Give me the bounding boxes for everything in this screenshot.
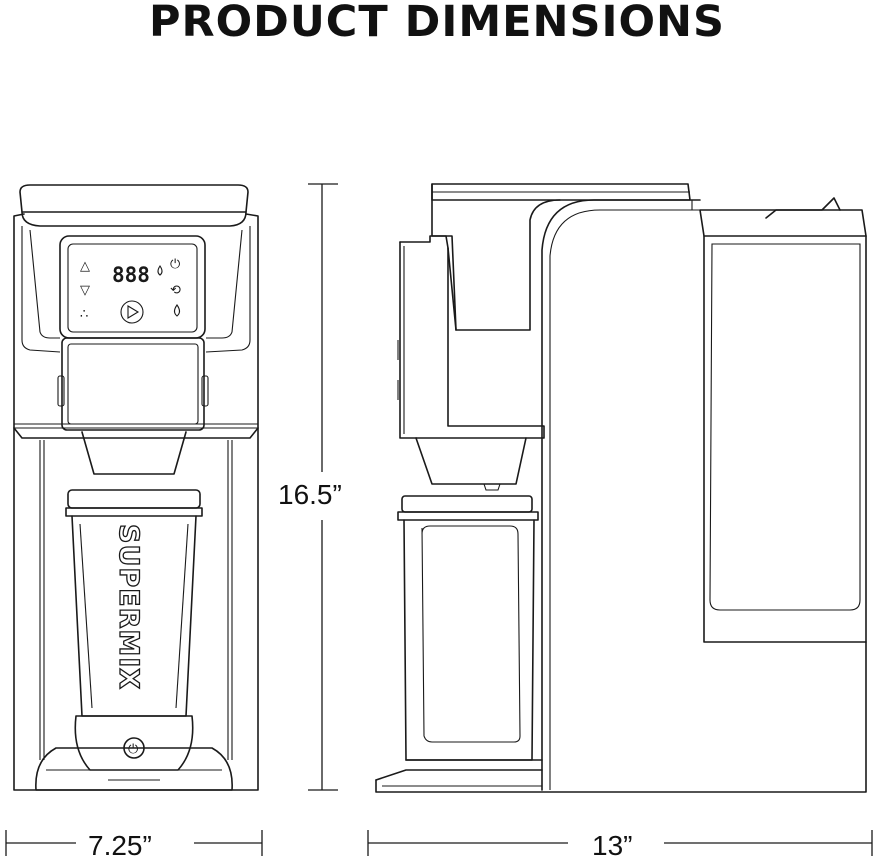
pod-holder [61,337,205,431]
power-icon[interactable]: ⏻ [170,257,180,272]
height-dimension: 16.5” [278,183,342,791]
display-digits: 888 [112,263,150,287]
width-dimension: 7.25” [5,830,263,861]
water-drop-icon [157,265,163,276]
up-arrow-icon[interactable]: △ [80,259,90,274]
blender-cup: SUPERMIX ⏻ [65,489,203,771]
brand-label: SUPERMIX [113,524,144,690]
width-label: 7.25” [88,830,152,861]
down-arrow-icon[interactable]: ▽ [80,283,90,298]
play-icon [127,305,140,319]
depth-label: 13” [592,830,632,861]
start-button[interactable] [120,300,144,324]
water-tank [709,243,861,611]
dots-icon[interactable]: ∴ [80,307,88,322]
side-cup [397,495,539,761]
base-tray [35,747,233,791]
height-label: 16.5” [278,479,342,510]
front-view: 888 △ ▽ ∴ ⏻ ⟲ SUPERMIX [13,184,259,791]
cycle-icon[interactable]: ⟲ [170,283,181,298]
page-title: PRODUCT DIMENSIONS [149,0,725,47]
drop-icon[interactable] [173,304,181,317]
depth-dimension: 13” [367,830,873,861]
side-view [375,183,867,793]
blend-power-icon: ⏻ [128,742,138,757]
